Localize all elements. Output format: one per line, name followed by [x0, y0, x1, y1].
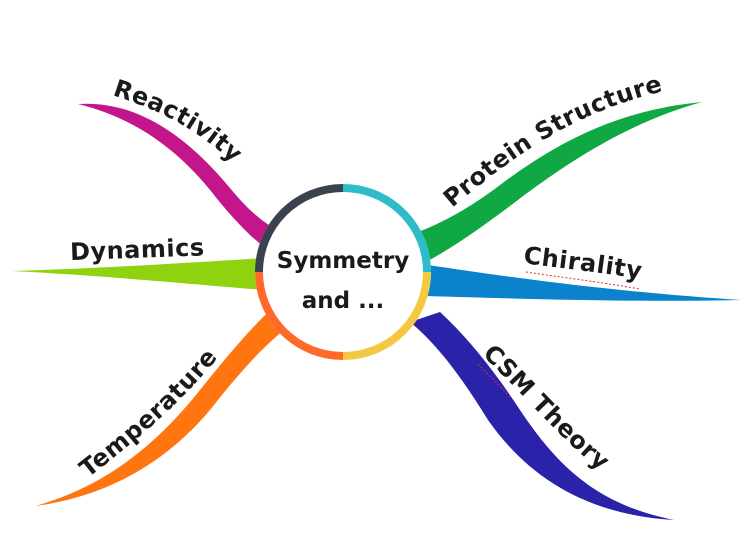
- center-label-line2[interactable]: and ...: [302, 288, 385, 314]
- branch-csm-theory[interactable]: [410, 312, 674, 520]
- center-node-fill: [255, 184, 431, 360]
- branch-chirality[interactable]: [426, 265, 741, 301]
- center-label-line1[interactable]: Symmetry: [277, 248, 409, 274]
- branch-protein-structure[interactable]: [418, 102, 702, 262]
- label-dynamics[interactable]: Dynamics: [70, 233, 205, 266]
- branch-temperature[interactable]: [35, 312, 284, 506]
- label-protein-structure[interactable]: Protein Structure: [438, 70, 665, 213]
- branch-dynamics[interactable]: [12, 258, 265, 290]
- label-protein-structure-text: Protein Structure: [438, 70, 665, 213]
- label-chirality[interactable]: Chirality: [522, 241, 644, 285]
- center-ring-bottom-right: [342, 271, 431, 360]
- center-ring-top-left: [255, 184, 344, 273]
- center-ring-bottom-left: [255, 271, 344, 360]
- branch-reactivity[interactable]: [78, 103, 282, 251]
- label-chirality-text: Chirality: [522, 241, 644, 285]
- center-ring-top-right: [342, 184, 431, 273]
